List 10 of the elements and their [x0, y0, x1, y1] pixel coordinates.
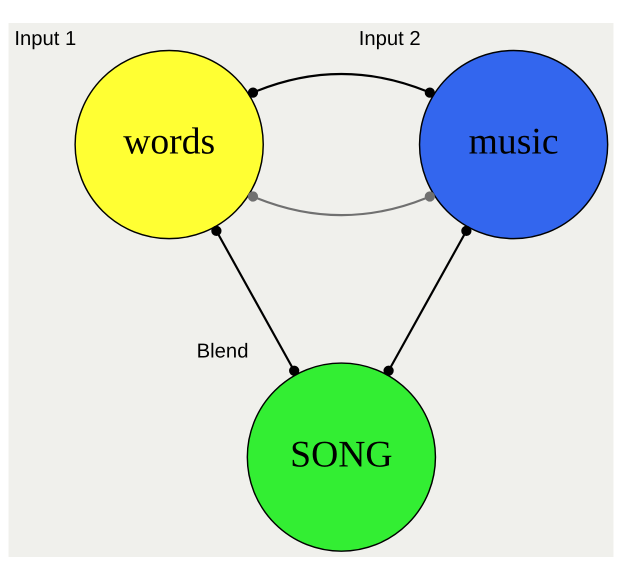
connector — [248, 72, 435, 98]
node-circle: words — [74, 50, 264, 240]
connector — [211, 226, 300, 376]
node-label: Input 1 — [14, 28, 76, 50]
connector — [383, 226, 472, 376]
node-label: Input 2 — [358, 28, 421, 50]
node-circle: music — [418, 50, 608, 240]
node-circle: SONG — [246, 362, 436, 552]
connector — [248, 191, 435, 216]
node-label: Blend — [196, 340, 248, 363]
